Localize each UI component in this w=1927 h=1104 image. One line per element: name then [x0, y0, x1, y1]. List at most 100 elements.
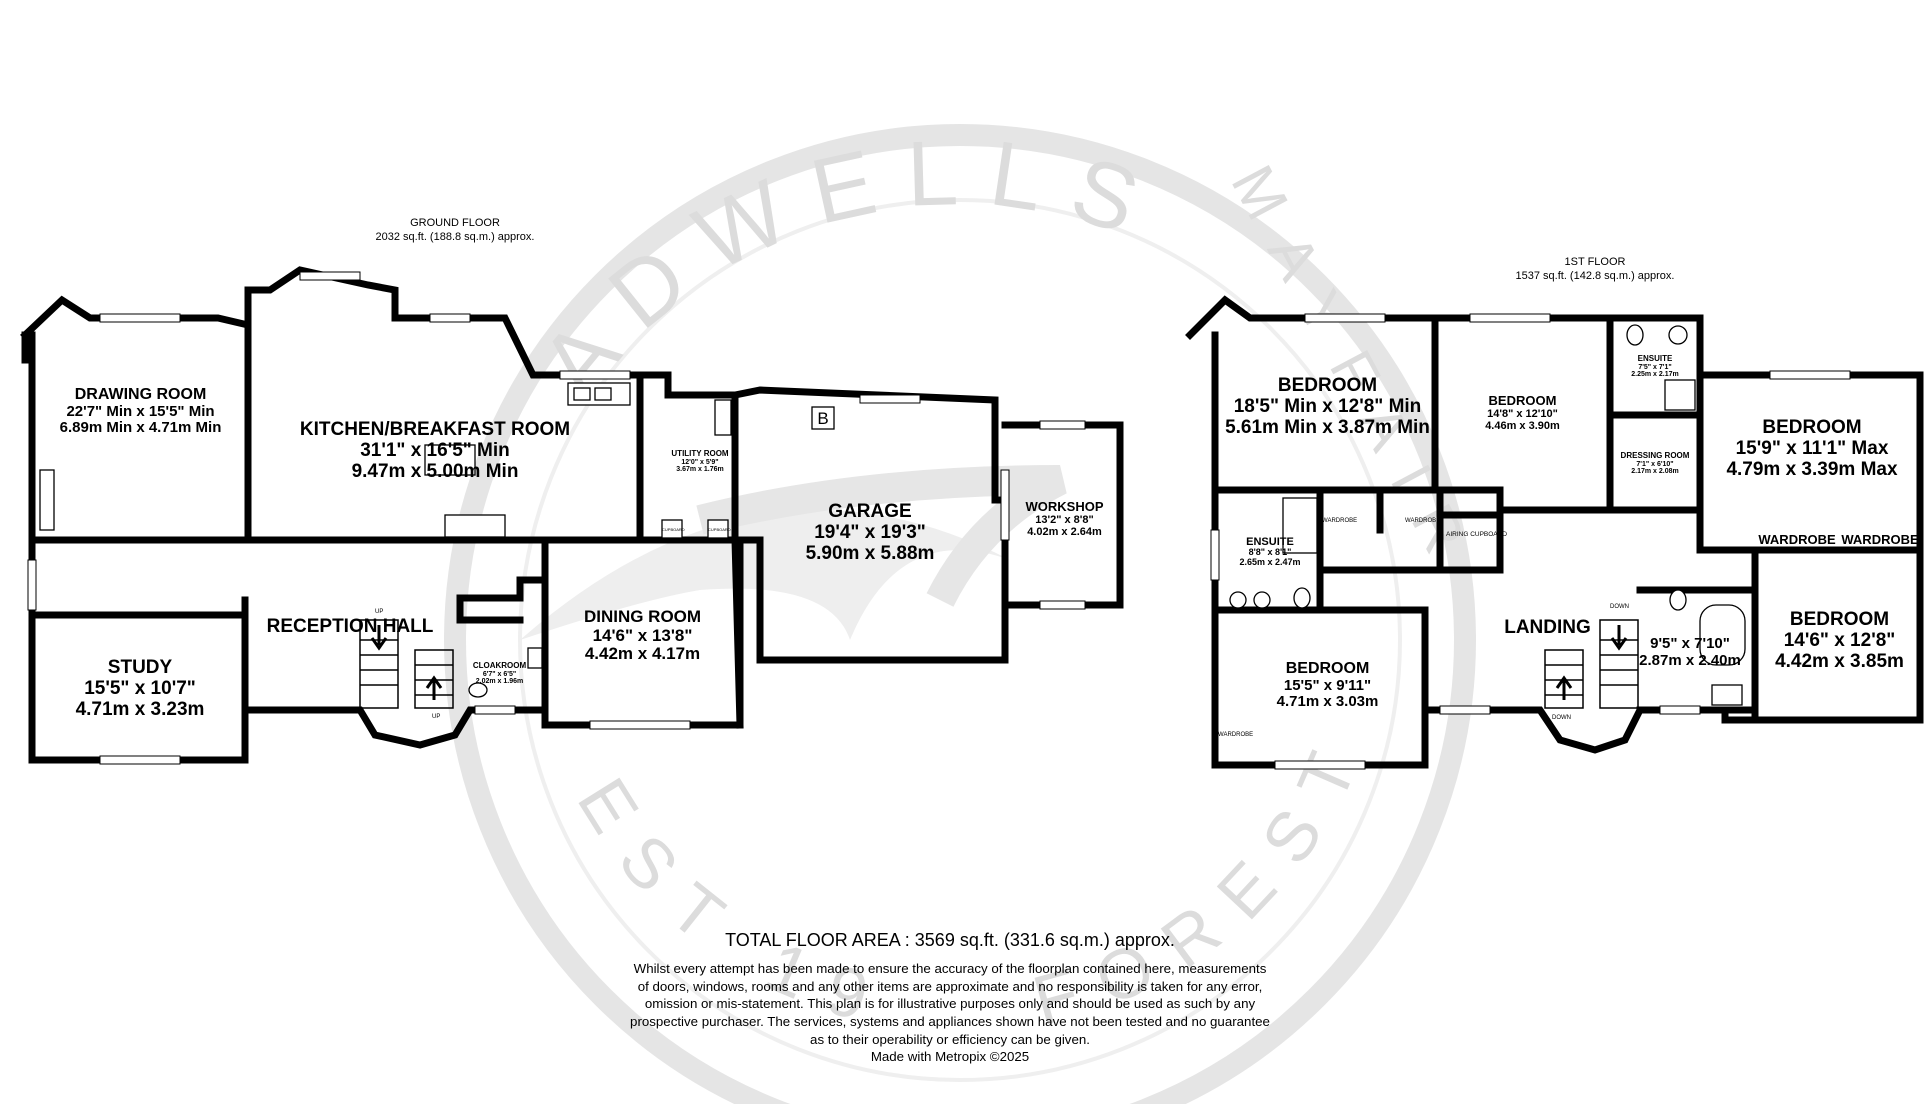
room-name: BEDROOM: [1762, 417, 1862, 438]
room-dressing: DRESSING ROOM 7'1" x 6'10" 2.17m x 2.08m: [1610, 451, 1700, 476]
room-bedroom-5: BEDROOM 14'6" x 12'8" 4.42m x 3.85m: [1762, 609, 1917, 673]
room-dim-metric: 9.47m x 5.00m Min: [351, 460, 519, 482]
room-name: CLOAKROOM: [472, 661, 527, 670]
first-floor-title: 1ST FLOOR 1537 sq.ft. (142.8 sq.m.) appr…: [1470, 256, 1720, 284]
boiler-label: B: [817, 409, 828, 428]
room-bedroom-1: BEDROOM 18'5" Min x 12'8" Min 5.61m Min …: [1220, 375, 1435, 439]
room-utility: UTILITY ROOM 12'0" x 5'9" 3.67m x 1.76m: [665, 449, 735, 474]
room-dim-metric: 4.42m x 4.17m: [584, 644, 701, 664]
ground-floor-heading: GROUND FLOOR: [410, 217, 500, 229]
ground-floor-windows: [27, 271, 1086, 765]
room-dim-metric: 4.46m x 3.90m: [1485, 420, 1560, 433]
room-ensuite-top: ENSUITE 7'5" x 7'1" 2.25m x 2.17m: [1615, 354, 1695, 379]
wardrobe-label-c: WARDROBE: [1218, 732, 1254, 738]
room-dim-metric: 6.89m Min x 4.71m Min: [59, 419, 222, 437]
room-dim-imperial: 31'1" x 16'5" Min: [360, 439, 510, 461]
room-drawing-room: DRAWING ROOM 22'7" Min x 15'5" Min 6.89m…: [38, 386, 243, 437]
room-study: STUDY 15'5" x 10'7" 4.71m x 3.23m: [45, 657, 235, 721]
ground-floor-title: GROUND FLOOR 2032 sq.ft. (188.8 sq.m.) a…: [330, 217, 580, 245]
room-dim-imperial: 15'5" x 10'7": [84, 677, 196, 699]
total-floor-area: TOTAL FLOOR AREA : 3569 sq.ft. (331.6 sq…: [725, 930, 1175, 950]
room-name: ENSUITE: [1246, 536, 1294, 548]
room-name: BEDROOM: [1285, 660, 1370, 677]
disclaimer-line: as to their operability or efficiency ca…: [810, 1031, 1090, 1047]
room-bedroom-3: BEDROOM 15'9" x 11'1" Max 4.79m x 3.39m …: [1712, 417, 1912, 481]
room-name: STUDY: [107, 657, 173, 678]
room-dim-metric: 4.79m x 3.39m Max: [1726, 458, 1898, 480]
ground-floor-fixtures: B: [39, 382, 835, 709]
room-name: BEDROOM: [1488, 393, 1557, 408]
room-name: DRAWING ROOM: [74, 386, 207, 403]
room-dim-imperial: 6'7" x 6'5": [482, 670, 517, 678]
room-dim-metric: 2.17m x 2.08m: [1631, 468, 1679, 476]
wardrobe-label-b: WARDROBE: [1405, 518, 1441, 524]
room-name: BEDROOM: [1789, 609, 1890, 630]
ground-stairs: [359, 619, 454, 709]
disclaimer-line: prospective purchaser. The services, sys…: [630, 1014, 1270, 1030]
room-kitchen: KITCHEN/BREAKFAST ROOM 31'1" x 16'5" Min…: [290, 419, 580, 483]
room-name: GARAGE: [828, 501, 912, 522]
room-dim-imperial: 15'9" x 11'1" Max: [1735, 437, 1889, 459]
room-name: UTILITY ROOM: [671, 449, 729, 458]
room-dim-metric: 4.71m x 3.03m: [1276, 693, 1379, 711]
room-reception-hall: RECEPTION HALL: [255, 616, 445, 638]
room-dim-metric: 3.67m x 1.76m: [676, 466, 724, 474]
room-dim-metric: 4.71m x 3.23m: [75, 698, 205, 720]
room-name: LANDING: [1504, 617, 1591, 638]
room-dim-imperial: 18'5" Min x 12'8" Min: [1233, 395, 1422, 417]
stair-up-label: UP: [375, 609, 384, 615]
room-dim-imperial: 7'5" x 7'1": [1638, 363, 1672, 371]
wardrobe-label-a: WARDROBE: [1322, 518, 1358, 524]
room-name: RECEPTION HALL: [266, 616, 434, 637]
disclaimer-line: omission or mis-statement. This plan is …: [644, 996, 1256, 1012]
room-name: BEDROOM: [1277, 375, 1378, 396]
room-dim-metric: 4.42m x 3.85m: [1775, 650, 1904, 672]
cupboard-label-1: CUPBOARD: [662, 527, 685, 532]
room-name: ENSUITE: [1637, 354, 1673, 363]
cupboard-label-2: CUPBOARD: [708, 527, 731, 532]
airing-cupboard-label: AIRING CUPBOARD: [1446, 531, 1508, 538]
ground-floor-area: 2032 sq.ft. (188.8 sq.m.) approx.: [375, 230, 535, 243]
disclaimer-line: Made with Metropix ©2025: [870, 1049, 1030, 1065]
room-dim-imperial: 14'8" x 12'10": [1487, 408, 1558, 421]
room-dim-metric: 5.61m Min x 3.87m Min: [1225, 416, 1430, 438]
room-dim-metric: 4.02m x 2.64m: [1027, 526, 1102, 539]
room-dim-imperial: 8'8" x 8'1": [1248, 547, 1292, 558]
room-dim-metric: 2.87m x 2.40m: [1639, 651, 1741, 669]
room-dim-imperial: 13'2" x 8'8": [1035, 514, 1094, 527]
room-dim-imperial: 22'7" Min x 15'5" Min: [66, 402, 215, 420]
wardrobe-big-label-2: WARDROBE: [1841, 532, 1919, 547]
room-dim-imperial: 14'6" x 12'8": [1783, 629, 1896, 651]
room-landing: LANDING: [1485, 617, 1610, 639]
room-dim-imperial: 14'6" x 13'8": [592, 625, 693, 645]
wardrobe-big-label-1: WARDROBE: [1758, 532, 1836, 547]
first-floor-stairs: [1544, 619, 1639, 709]
disclaimer-line: Whilst every attempt has been made to en…: [633, 961, 1267, 976]
room-dim-imperial: 15'5" x 9'11": [1283, 676, 1372, 694]
room-cloakroom: CLOAKROOM 6'7" x 6'5" 2.02m x 1.96m: [462, 661, 537, 686]
disclaimer-line: of doors, windows, rooms and any other i…: [637, 978, 1263, 994]
room-name: WORKSHOP: [1025, 499, 1104, 514]
room-name: DRESSING ROOM: [1620, 451, 1690, 460]
room-dim-metric: 5.90m x 5.88m: [805, 542, 935, 564]
first-floor-heading: 1ST FLOOR: [1564, 256, 1626, 268]
room-dim-metric: 2.65m x 2.47m: [1239, 556, 1301, 567]
room-dim-imperial: 7'1" x 6'10": [1636, 460, 1674, 468]
room-name: KITCHEN/BREAKFAST ROOM: [299, 419, 571, 440]
stair-down-label: DOWN: [1610, 604, 1629, 610]
first-floor-area: 1537 sq.ft. (142.8 sq.m.) approx.: [1515, 269, 1675, 282]
room-name: DINING ROOM: [583, 607, 702, 626]
first-floor-walls: [1185, 295, 1924, 769]
room-bedroom-2: BEDROOM 14'8" x 12'10" 4.46m x 3.90m: [1455, 393, 1590, 433]
room-dim-imperial: 19'4" x 19'3": [814, 521, 926, 543]
room-garage: GARAGE 19'4" x 19'3" 5.90m x 5.88m: [780, 501, 960, 565]
room-dim-imperial: 12'0" x 5'9": [681, 458, 719, 466]
room-dim-imperial: 9'5" x 7'10": [1650, 635, 1730, 652]
room-bathroom: 9'5" x 7'10" 2.87m x 2.40m: [1625, 635, 1755, 669]
room-workshop: WORKSHOP 13'2" x 8'8" 4.02m x 2.64m: [1012, 499, 1117, 539]
disclaimer: Whilst every attempt has been made to en…: [560, 960, 1340, 1066]
room-ensuite-left: ENSUITE 8'8" x 8'1" 2.65m x 2.47m: [1225, 536, 1315, 568]
stair-up-label-2: UP: [432, 714, 441, 720]
room-dim-metric: 2.02m x 1.96m: [475, 678, 524, 686]
stair-down-label-2: DOWN: [1552, 715, 1571, 721]
